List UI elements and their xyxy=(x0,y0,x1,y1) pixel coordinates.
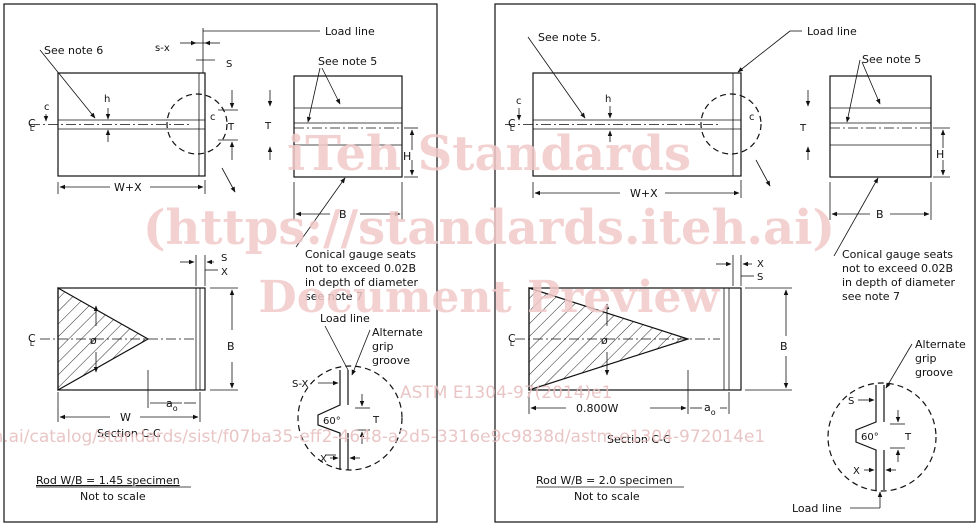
left-see-note-6: See note 6 xyxy=(44,44,103,57)
right-conical-1: Conical gauge seats xyxy=(842,248,953,261)
left-conical-2: not to exceed 0.02B xyxy=(305,262,416,275)
left-cl-label: CL xyxy=(28,117,36,133)
right-notch-circle xyxy=(700,93,762,155)
right-H-label: H xyxy=(936,148,944,161)
right-section-label: Section C-C xyxy=(607,433,671,446)
left-c-label: c xyxy=(44,102,50,113)
left-detail-x: X xyxy=(320,454,327,465)
watermark-line1: iTeh Standards xyxy=(287,126,691,182)
right-phi-label: ø xyxy=(601,334,608,347)
left-alt-2: grip xyxy=(372,340,394,353)
left-sec-B-label: B xyxy=(227,340,235,353)
left-detail-60: 60° xyxy=(323,416,341,427)
left-detail-circle xyxy=(297,365,403,471)
right-w-plus-x-label: W+X xyxy=(630,187,658,200)
left-detail-load-line: Load line xyxy=(320,312,370,325)
right-bottom-load-line: Load line xyxy=(792,502,842,515)
right-panel-frame xyxy=(494,3,976,523)
right-alt-2: grip xyxy=(915,352,937,365)
left-conical-1: Conical gauge seats xyxy=(305,248,416,261)
right-detail-t: T xyxy=(904,432,912,443)
left-B-label: B xyxy=(339,208,347,221)
right-end-t-label: T xyxy=(799,123,807,134)
right-conical-2: not to exceed 0.02B xyxy=(842,262,953,275)
left-w-label: W xyxy=(120,411,131,424)
left-load-line-label: Load line xyxy=(325,25,375,38)
right-sec-x-label: X xyxy=(757,259,764,270)
left-sec-x-label: X xyxy=(221,267,228,278)
right-B-label: B xyxy=(876,208,884,221)
right-caption-2: Not to scale xyxy=(574,490,640,503)
left-caption-2: Not to scale xyxy=(80,490,146,503)
right-see-note-5b: See note 5 xyxy=(862,53,921,66)
left-see-note-5: See note 5 xyxy=(318,55,377,68)
watermark-line3: Document Preview xyxy=(259,272,721,323)
left-H-label: H xyxy=(403,150,411,163)
left-sec-s-label: S xyxy=(221,253,227,264)
left-panel: Load line s-x S See note 6 c h CL T c W+… xyxy=(28,25,423,503)
right-alt-1: Alternate xyxy=(915,338,966,351)
right-load-line-label: Load line xyxy=(807,25,857,38)
left-detail-t: T xyxy=(372,415,380,426)
watermark-url: https://standards.iteh.ai/catalog/standa… xyxy=(0,427,765,447)
left-s-minus-x-label: s-x xyxy=(155,43,170,54)
right-conical-4: see note 7 xyxy=(842,290,900,303)
right-end-view xyxy=(829,75,932,178)
watermark-line2: (https://standards.iteh.ai) xyxy=(143,200,835,256)
left-h-label: h xyxy=(104,94,110,105)
left-notch-circle xyxy=(166,93,228,155)
right-h-label: h xyxy=(605,94,611,105)
right-c2-label: c xyxy=(749,112,755,123)
watermark: iTeh Standards (https://standards.iteh.a… xyxy=(0,126,835,447)
left-conical-4: see note 7 xyxy=(305,290,363,303)
right-sec-s-label: S xyxy=(757,272,763,283)
left-conical-3: in depth of diameter xyxy=(305,276,418,289)
right-sec-B-label: B xyxy=(780,340,788,353)
left-ao-label: ao xyxy=(166,397,178,413)
left-w-plus-x-label: W+X xyxy=(114,181,142,194)
right-0800w-label: 0.800W xyxy=(576,402,618,415)
left-t-label: T xyxy=(227,122,235,133)
left-alt-1: Alternate xyxy=(372,326,423,339)
left-caption-1: Rod W/B = 1.45 specimen xyxy=(36,474,180,487)
right-sec-cl-label: CL xyxy=(508,332,516,348)
right-alt-3: groove xyxy=(915,366,953,379)
left-alt-3: groove xyxy=(372,354,410,367)
right-detail-60: 60° xyxy=(861,432,879,443)
left-c2-label: c xyxy=(210,112,216,123)
left-detail-s-minus-x: S-X xyxy=(292,379,308,390)
right-cl-label: CL xyxy=(508,117,516,133)
left-section-label: Section C-C xyxy=(97,427,161,440)
left-s-label: S xyxy=(226,59,232,70)
right-caption-1: Rod W/B = 2.0 specimen xyxy=(536,474,673,487)
left-sec-cl-label: CL xyxy=(28,332,36,348)
left-end-t-label: T xyxy=(264,121,272,132)
right-panel: Load line See note 5. c h CL c W+X See n… xyxy=(505,25,966,515)
watermark-std-code: ASTM E1304-97(2014)e1 xyxy=(400,383,612,403)
right-detail-x: X xyxy=(853,466,860,477)
left-end-view xyxy=(293,75,403,178)
right-detail-circle xyxy=(827,382,937,492)
right-see-note-5a: See note 5. xyxy=(538,31,601,44)
left-phi-label: ø xyxy=(90,334,97,347)
left-panel-frame xyxy=(3,3,438,523)
right-detail-s: S xyxy=(848,396,854,407)
right-conical-3: in depth of diameter xyxy=(842,276,955,289)
right-ao-label: ao xyxy=(704,401,716,417)
right-c-label: c xyxy=(516,96,522,107)
